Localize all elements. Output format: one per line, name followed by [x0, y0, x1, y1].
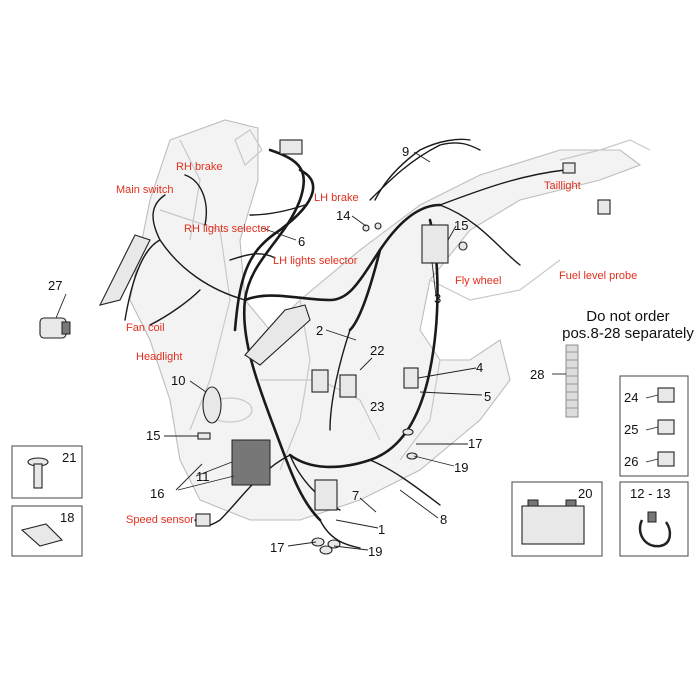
order-note-line-1: Do not order — [586, 308, 670, 325]
screw-15 — [197, 432, 211, 440]
label-speed-sensor: Speed sensor — [126, 514, 194, 526]
handlebar-connector — [279, 139, 303, 155]
part-number-23: 23 — [370, 399, 384, 414]
part-number-24: 24 — [624, 390, 638, 405]
part-number-28: 28 — [530, 367, 544, 382]
relay-c — [403, 367, 419, 389]
order-note: Do not order pos.8-28 separately — [548, 308, 700, 342]
part-numbers: 9 14 15 6 3 27 2 22 4 10 5 23 15 17 19 1… — [48, 144, 670, 559]
part-number-2: 2 — [316, 323, 323, 338]
part-number-20: 20 — [578, 486, 592, 501]
label-fly-wheel: Fly wheel — [455, 275, 501, 287]
part-number-18: 18 — [60, 510, 74, 525]
label-taillight: Taillight — [544, 180, 581, 192]
label-headlight: Headlight — [136, 351, 182, 363]
part-number-1: 1 — [378, 522, 385, 537]
part-number-22: 22 — [370, 343, 384, 358]
leader-lines — [55, 151, 659, 551]
part-number-14: 14 — [336, 208, 350, 223]
label-lh-lights-selector: LH lights selector — [273, 255, 358, 267]
part-number-10: 10 — [171, 373, 185, 388]
inset-18 — [11, 505, 83, 557]
part-number-17-bottom: 17 — [270, 540, 284, 555]
label-main-switch: Main switch — [116, 184, 173, 196]
red-labels: RH brake Main switch RH lights selector … — [116, 161, 637, 526]
part-number-19-right: 19 — [454, 460, 468, 475]
inset-12-13 — [619, 481, 689, 557]
part-number-4: 4 — [476, 360, 483, 375]
part-number-3: 3 — [434, 291, 441, 306]
part-number-27: 27 — [48, 278, 62, 293]
part-number-12-13: 12 - 13 — [630, 486, 670, 501]
part-number-26: 26 — [624, 454, 638, 469]
label-lh-brake: LH brake — [314, 192, 359, 204]
power-socket — [39, 317, 71, 339]
relay-a — [311, 369, 329, 393]
taillight-connector — [562, 162, 576, 174]
screw-14b — [374, 222, 382, 230]
screw-14 — [362, 224, 370, 232]
part-number-5: 5 — [484, 389, 491, 404]
part-number-21: 21 — [62, 450, 76, 465]
horn — [202, 386, 222, 424]
inset-21 — [11, 445, 83, 499]
part-number-15: 15 — [454, 218, 468, 233]
inset-20 — [511, 481, 603, 557]
relay-b — [339, 374, 357, 398]
screw-15b — [458, 241, 468, 251]
label-fan-coil: Fan coil — [126, 322, 165, 334]
speed-sensor-connector — [195, 513, 211, 527]
ignition-module — [421, 224, 449, 264]
inset-24-26 — [619, 375, 689, 477]
starter-relay — [314, 479, 338, 511]
cable-tie-strip — [565, 344, 579, 418]
part-number-17-right: 17 — [468, 436, 482, 451]
fuel-probe-connector — [597, 199, 611, 215]
part-number-6: 6 — [298, 234, 305, 249]
headlight-lens — [98, 234, 151, 306]
label-rh-lights-selector: RH lights selector — [184, 223, 271, 235]
part-number-9: 9 — [402, 144, 409, 159]
part-number-11: 11 — [196, 469, 210, 484]
part-number-19-bottom: 19 — [368, 544, 382, 559]
order-note-line-2: pos.8-28 separately — [562, 325, 694, 342]
label-fuel-level-probe: Fuel level probe — [559, 270, 637, 282]
label-rh-brake: RH brake — [176, 161, 222, 173]
part-number-25: 25 — [624, 422, 638, 437]
part-number-16: 16 — [150, 486, 164, 501]
part-number-8: 8 — [440, 512, 447, 527]
part-number-15-left: 15 — [146, 428, 160, 443]
voltage-regulator — [231, 439, 271, 486]
main-wiring-harness — [124, 142, 566, 549]
part-number-7: 7 — [352, 488, 359, 503]
reflector-panel — [244, 304, 311, 366]
